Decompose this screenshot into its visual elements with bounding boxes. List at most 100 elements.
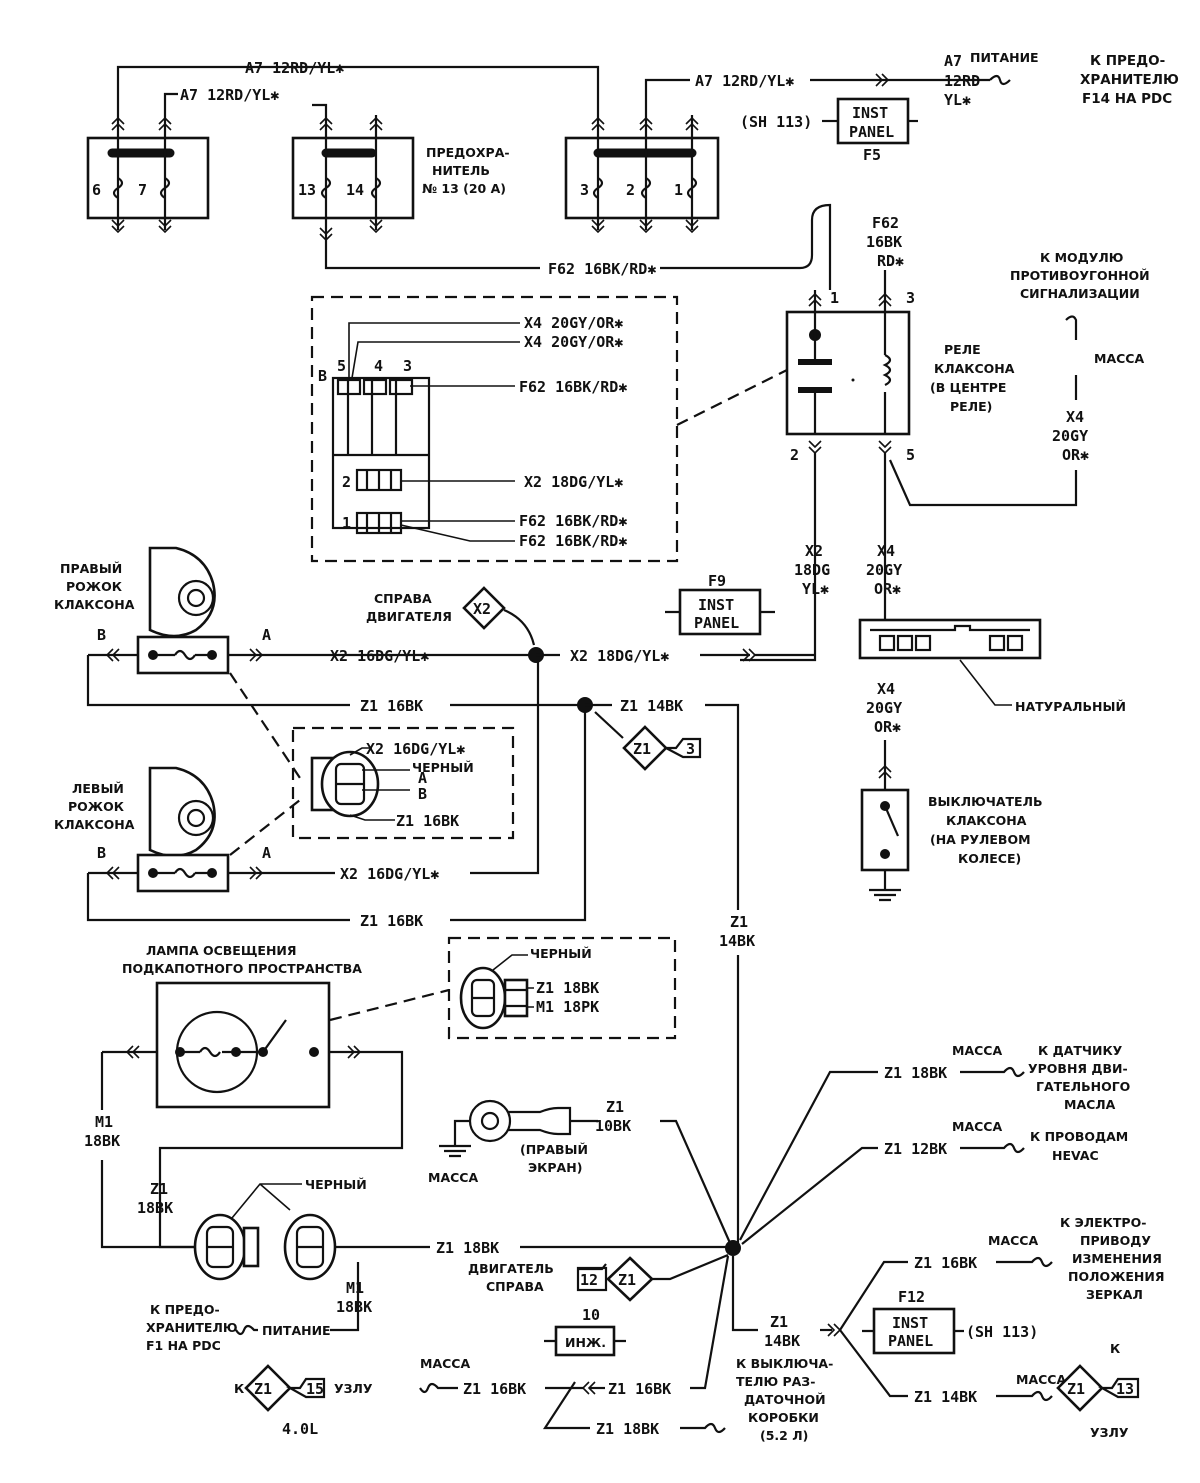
svg-text:Z1: Z1 [618,1271,636,1289]
svg-text:Z1 18BK: Z1 18BK [596,1420,659,1438]
svg-text:PANEL: PANEL [888,1332,933,1350]
svg-text:КОЛЕСЕ): КОЛЕСЕ) [958,851,1021,866]
svg-text:(5.2 Л): (5.2 Л) [760,1428,808,1443]
svg-text:Z1 16BK: Z1 16BK [608,1380,671,1398]
svg-text:ГАТЕЛЬНОГО: ГАТЕЛЬНОГО [1036,1079,1130,1094]
node-z1-15: Z1 [254,1380,272,1398]
svg-text:F62 16BK/RD✱: F62 16BK/RD✱ [519,532,627,550]
right-screen-ground: Z1 10BK МАССА (ПРАВЫЙ ЭКРАН) [428,1098,732,1244]
theft-mass: МАССА [1094,351,1144,366]
svg-text:4.0L: 4.0L [282,1420,318,1438]
sh113-top: (SH 113) [740,113,812,131]
wire-x2-left-horn: X2 16DG/YL✱ [340,865,439,883]
svg-text:A: A [262,844,271,862]
hevac-dest: К ПРОВОДАМ [1030,1129,1128,1144]
svg-text:КЛАКСОНА: КЛАКСОНА [934,361,1015,376]
svg-text:M1 18PK: M1 18PK [536,998,599,1016]
svg-text:МАССА: МАССА [428,1170,478,1185]
svg-text:Z1 18BK: Z1 18BK [884,1064,947,1082]
svg-text:(ПРАВЫЙ: (ПРАВЫЙ [520,1142,588,1157]
svg-text:10BK: 10BK [595,1117,631,1135]
svg-text:X4: X4 [877,680,895,698]
wire-z1-14bk: Z1 14BK [620,697,683,715]
svg-text:F14 НА PDC: F14 НА PDC [1082,91,1172,107]
svg-text:3: 3 [580,181,589,199]
horn-relay: 1 3 2 5 РЕЛЕ КЛАКСОНА (В ЦЕНТРЕ РЕЛЕ) [740,289,1015,662]
svg-text:ДВИГАТЕЛЬ: ДВИГАТЕЛЬ [468,1261,554,1276]
lamp-connector-view: ЧЕРНЫЙ Z1 18BK M1 18PK [329,936,677,1040]
svg-text:КЛАКСОНА: КЛАКСОНА [946,813,1027,828]
svg-text:МАССА: МАССА [988,1233,1038,1248]
transfer-case-dest: К ВЫКЛЮЧА- [736,1356,833,1371]
svg-text:PANEL: PANEL [694,614,739,632]
svg-text:ХРАНИТЕЛЮ: ХРАНИТЕЛЮ [1080,72,1179,88]
svg-text:RD✱: RD✱ [877,252,904,270]
svg-text:ЛЕВЫЙ: ЛЕВЫЙ [72,781,124,796]
svg-text:13: 13 [1116,1380,1134,1398]
svg-text:ЗЕРКАЛ: ЗЕРКАЛ [1086,1287,1143,1302]
svg-text:ИНЖ.: ИНЖ. [565,1335,606,1350]
svg-text:К: К [234,1381,245,1396]
node-z1-12: 12 [580,1271,598,1289]
inst-panel-f5 [836,97,910,145]
svg-text:ЛАМПА ОСВЕЩЕНИЯ: ЛАМПА ОСВЕЩЕНИЯ [146,943,297,958]
svg-text:X4 20GY/OR✱: X4 20GY/OR✱ [524,333,623,351]
svg-text:16BK: 16BK [866,233,902,251]
svg-text:КЛАКСОНА: КЛАКСОНА [54,597,135,612]
svg-text:Z1: Z1 [730,913,748,931]
pdc-destination: К ПРЕДО- [1090,53,1165,69]
underhood-lamp: ЛАМПА ОСВЕЩЕНИЯ ПОДКАПОТНОГО ПРОСТРАНСТВ… [84,943,404,1249]
svg-text:A: A [262,626,271,644]
svg-text:18BK: 18BK [336,1298,372,1316]
svg-text:ЧЕРНЫЙ: ЧЕРНЫЙ [530,946,592,961]
svg-text:HEVAC: HEVAC [1052,1148,1099,1163]
bottom-connectors: Z1 18BK ЧЕРНЫЙ Z1 18BK M1 18BK ПИТАНИЕ К… [137,1177,730,1438]
svg-text:INST: INST [698,596,734,614]
horn-switch: ВЫКЛЮЧАТЕЛЬ КЛАКСОНА (НА РУЛЕВОМ КОЛЕСЕ) [860,788,1043,902]
svg-text:18BK: 18BK [137,1199,173,1217]
svg-text:1: 1 [342,514,351,532]
svg-text:B: B [418,785,427,803]
svg-text:5: 5 [337,357,346,375]
svg-text:X4: X4 [1066,408,1084,426]
svg-text:СИГНАЛИЗАЦИИ: СИГНАЛИЗАЦИИ [1020,286,1140,301]
svg-text:ДВИГАТЕЛЯ: ДВИГАТЕЛЯ [366,609,452,624]
svg-text:F5: F5 [863,146,881,164]
svg-text:X2 16DG/YL✱: X2 16DG/YL✱ [366,740,465,758]
svg-text:ИЗМЕНЕНИЯ: ИЗМЕНЕНИЯ [1072,1251,1162,1266]
horn-connector-view: X2 16DG/YL✱ ЧЕРНЫЙ A B Z1 16BK [229,672,515,856]
svg-text:7: 7 [138,181,147,199]
connector-natural: НАТУРАЛЬНЫЙ [1015,699,1126,714]
svg-text:ПИТАНИЕ: ПИТАНИЕ [262,1323,331,1338]
svg-text:F1 НА PDC: F1 НА PDC [146,1338,221,1353]
svg-text:OR✱: OR✱ [1062,446,1089,464]
wire-x2-right-horn: X2 16DG/YL✱ [330,647,429,665]
svg-text:INST: INST [852,104,888,122]
svg-text:PANEL: PANEL [849,123,894,141]
relay-label: РЕЛЕ [944,342,981,357]
node-x2: X2 [473,600,491,618]
wire-f62-run: F62 16BK/RD✱ [548,260,656,278]
oil-sensor-dest: К ДАТЧИКУ [1038,1043,1123,1058]
svg-text:Z1 12BK: Z1 12BK [884,1140,947,1158]
svg-text:20GY: 20GY [1052,427,1088,445]
svg-text:УРОВНЯ ДВИ-: УРОВНЯ ДВИ- [1028,1061,1128,1076]
wire-a7-fuse3: A7 12RD/YL✱ [695,72,794,90]
svg-text:M1: M1 [346,1279,364,1297]
svg-text:OR✱: OR✱ [874,580,901,598]
svg-text:ПОЛОЖЕНИЯ: ПОЛОЖЕНИЯ [1068,1269,1164,1284]
svg-text:СПРАВА: СПРАВА [486,1279,544,1294]
svg-text:10: 10 [582,1306,600,1324]
svg-text:ЧЕРНЫЙ: ЧЕРНЫЙ [412,760,474,775]
svg-text:2: 2 [626,181,635,199]
wire-x2-splice: X2 18DG/YL✱ [570,647,669,665]
svg-text:РОЖОК: РОЖОК [68,799,125,814]
right-horn: ПРАВЫЙ РОЖОК КЛАКСОНА B A X2 16DG/YL✱ Z1… [54,546,585,715]
svg-text:2: 2 [342,473,351,491]
svg-text:12RD: 12RD [944,72,980,90]
fuse-box-area: A7 12RD/YL✱ A7 12RD/YL✱ A7 12RD/YL✱ A7 1… [86,50,1179,270]
svg-text:F62 16BK/RD✱: F62 16BK/RD✱ [519,378,627,396]
svg-text:20GY: 20GY [866,699,902,717]
svg-text:M1: M1 [95,1113,113,1131]
left-horn: ЛЕВЫЙ РОЖОК КЛАКСОНА B A X2 16DG/YL✱ Z1 … [54,655,587,930]
